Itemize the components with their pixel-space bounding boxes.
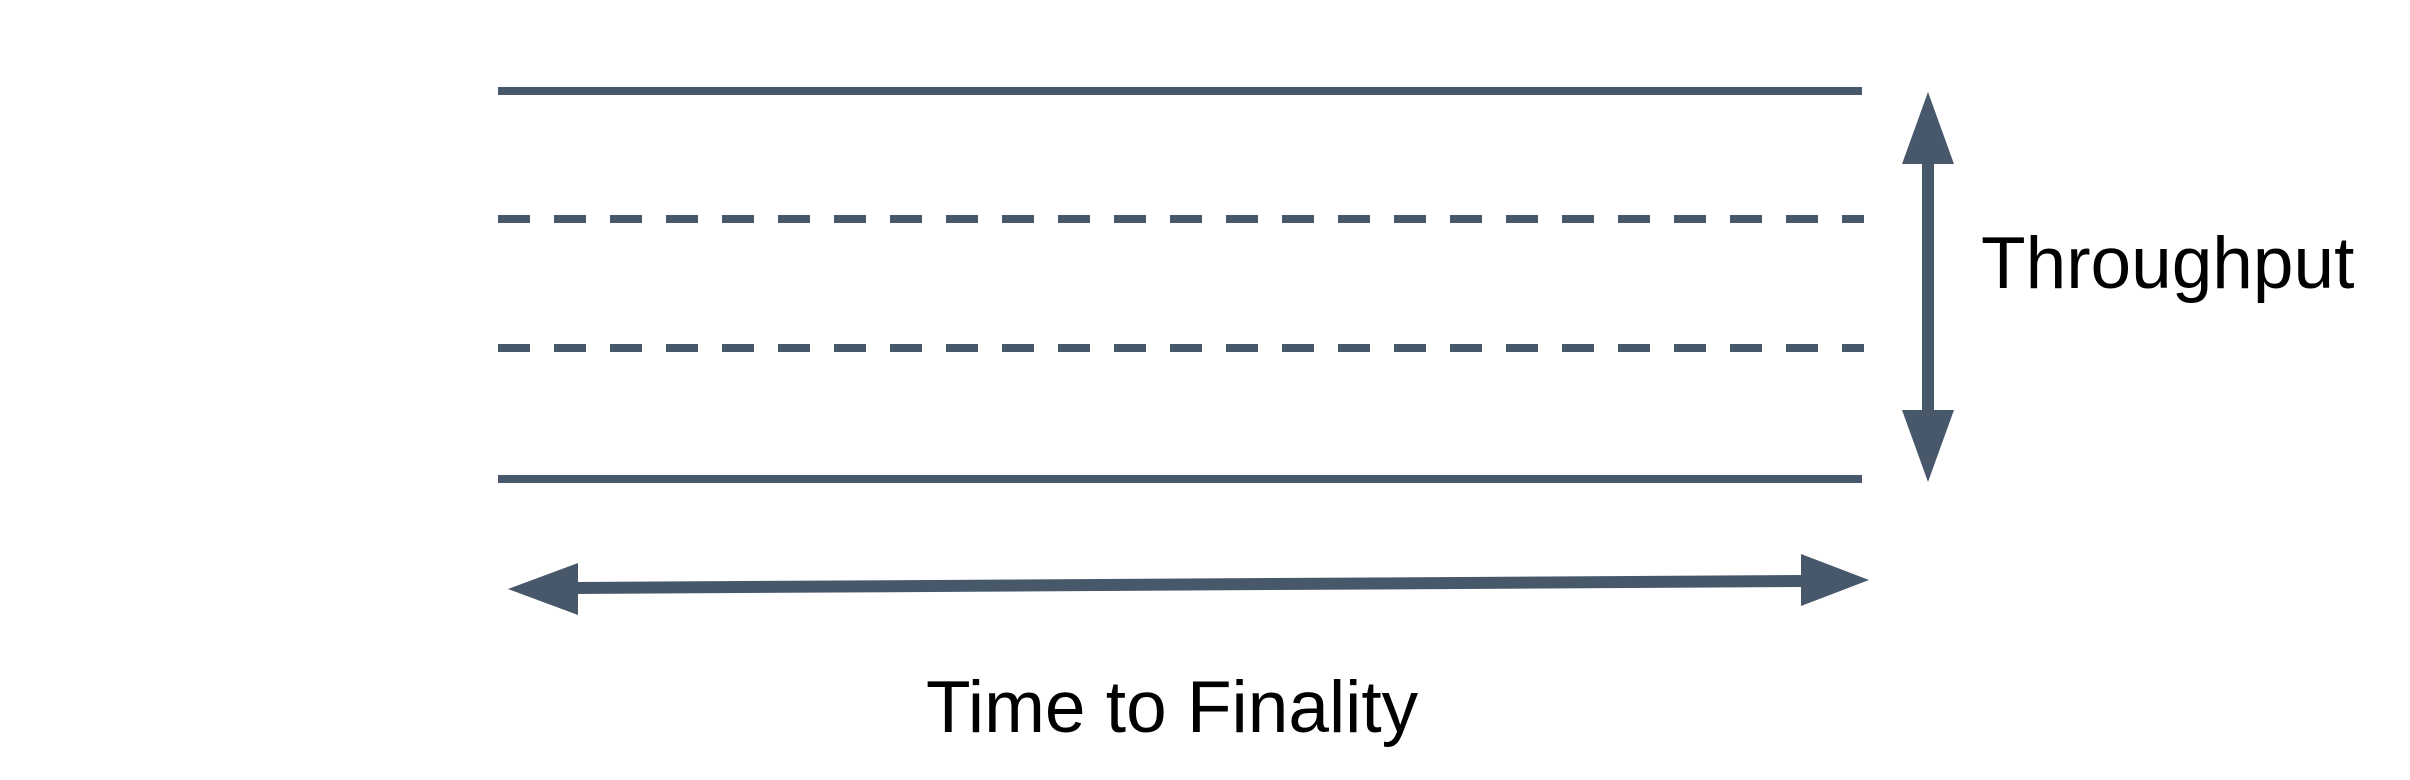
throughput-double-arrow [1902,92,1954,482]
arrowhead-up-icon [1902,92,1954,164]
arrowhead-right-icon [1801,554,1869,606]
throughput-label: Throughput [1981,223,2355,304]
arrowhead-down-icon [1902,410,1954,482]
time-to-finality-arrow-shaft [571,575,1808,594]
time-to-finality-label: Time to Finality [926,667,1419,748]
time-to-finality-double-arrow [508,554,1869,615]
arrowhead-left-icon [508,563,578,615]
